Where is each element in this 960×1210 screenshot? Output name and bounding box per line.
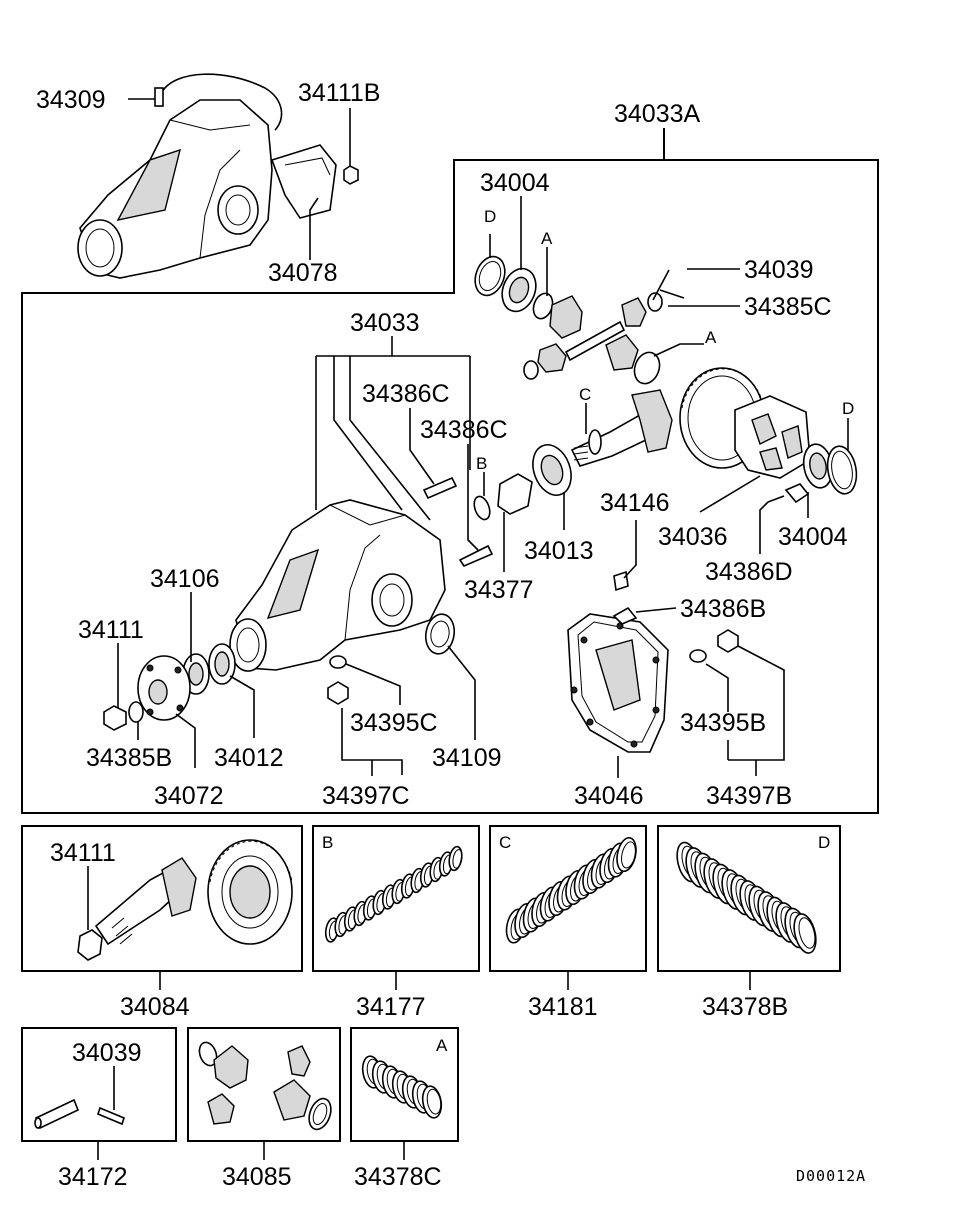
label-34004-bottom: 34004 [778, 523, 848, 551]
label-34046: 34046 [574, 782, 644, 810]
label-34397B: 34397B [706, 782, 792, 810]
shim-ring-inner [426, 1088, 442, 1115]
shim-set-c-illustration [505, 836, 637, 944]
label-34004-top: 34004 [480, 169, 550, 197]
label-34172: 34172 [58, 1163, 128, 1191]
pinion-shaft-illustration [34, 1098, 125, 1130]
assembly-frame [21, 159, 879, 814]
label-34013: 34013 [524, 537, 594, 565]
label-34395B: 34395B [680, 709, 766, 737]
label-34111-left: 34111 [78, 616, 144, 644]
label-34111B: 34111B [298, 79, 380, 107]
label-34084: 34084 [120, 993, 190, 1021]
label-34386B: 34386B [680, 595, 766, 623]
label-34078: 34078 [268, 259, 338, 287]
differential-gear-set-illustration [198, 1041, 332, 1131]
cover-34046-illustration [567, 606, 739, 753]
label-34012: 34012 [214, 744, 284, 772]
shim-ring-inner [452, 849, 463, 869]
label-34385C: 34385C [744, 293, 832, 321]
ref-B1: B [476, 454, 487, 473]
label-34181: 34181 [528, 993, 598, 1021]
label-34039-top: 34039 [744, 256, 814, 284]
label-34036: 34036 [658, 523, 728, 551]
carrier-assembly-illustration [77, 73, 359, 279]
differential-internals-illustration [422, 255, 858, 592]
label-34386C-b: 34386C [420, 416, 508, 444]
label-34395C: 34395C [350, 709, 438, 737]
diagram-code: D00012A [796, 1167, 866, 1185]
label-34177: 34177 [356, 993, 426, 1021]
ref-D2: D [842, 399, 854, 418]
ref-boxB: B [322, 833, 333, 852]
ref-D1: D [484, 207, 496, 226]
label-34033A: 34033A [614, 100, 701, 128]
ring-pinion-set-illustration [77, 839, 293, 961]
label-34378C: 34378C [354, 1163, 442, 1191]
label-34111-box: 34111 [50, 839, 116, 867]
label-34309: 34309 [36, 86, 106, 114]
washer-set-a-illustration [361, 1055, 443, 1119]
box-34172 [21, 1027, 177, 1142]
label-34386D: 34386D [705, 558, 793, 586]
label-34146: 34146 [600, 489, 670, 517]
label-34386C-a: 34386C [362, 380, 450, 408]
label-34085: 34085 [222, 1163, 292, 1191]
box-34378B [657, 825, 841, 972]
housing-34033-illustration [103, 499, 456, 731]
box-34084 [21, 825, 303, 972]
label-34106: 34106 [150, 565, 220, 593]
label-34072: 34072 [154, 782, 224, 810]
ref-boxC: C [499, 833, 511, 852]
label-34033: 34033 [350, 309, 420, 337]
shim-set-b-illustration [324, 845, 463, 943]
label-34109: 34109 [432, 744, 502, 772]
ref-boxD: D [818, 833, 830, 852]
ref-A1: A [541, 229, 553, 248]
shim-set-d-illustration [676, 841, 817, 954]
ref-A2: A [705, 328, 717, 347]
label-34378B: 34378B [702, 993, 788, 1021]
shim-ring-inner [621, 841, 636, 869]
label-34397C: 34397C [322, 782, 410, 810]
label-34385B: 34385B [86, 744, 172, 772]
ref-C1: C [579, 385, 591, 404]
shim-ring-inner [798, 917, 816, 949]
label-34039-box: 34039 [72, 1039, 142, 1067]
label-34377: 34377 [464, 576, 534, 604]
ref-boxA: A [436, 1036, 448, 1055]
